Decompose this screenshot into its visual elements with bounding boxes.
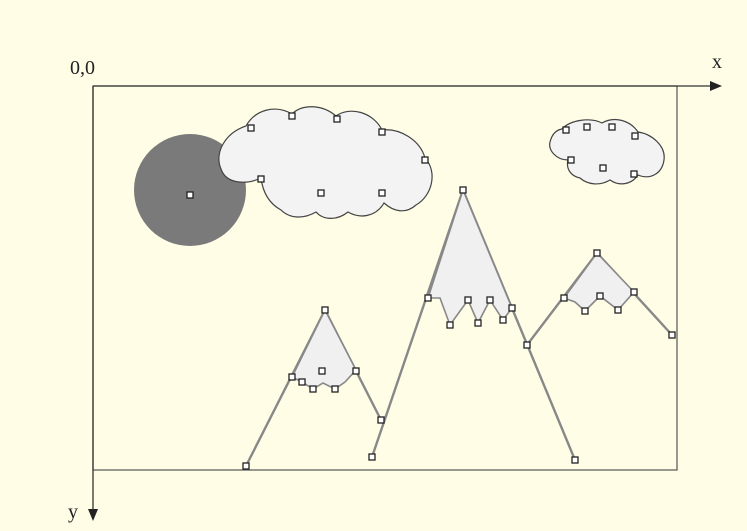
y-axis-arrowhead <box>88 509 98 521</box>
mountain-center-snowcap <box>428 190 512 325</box>
x-axis-arrowhead <box>710 81 722 91</box>
origin-label: 0,0 <box>70 57 95 79</box>
x-axis-label: x <box>712 51 722 73</box>
sun-center-marker <box>187 192 193 198</box>
cloud-large <box>219 107 432 219</box>
y-axis-label: y <box>68 501 78 523</box>
